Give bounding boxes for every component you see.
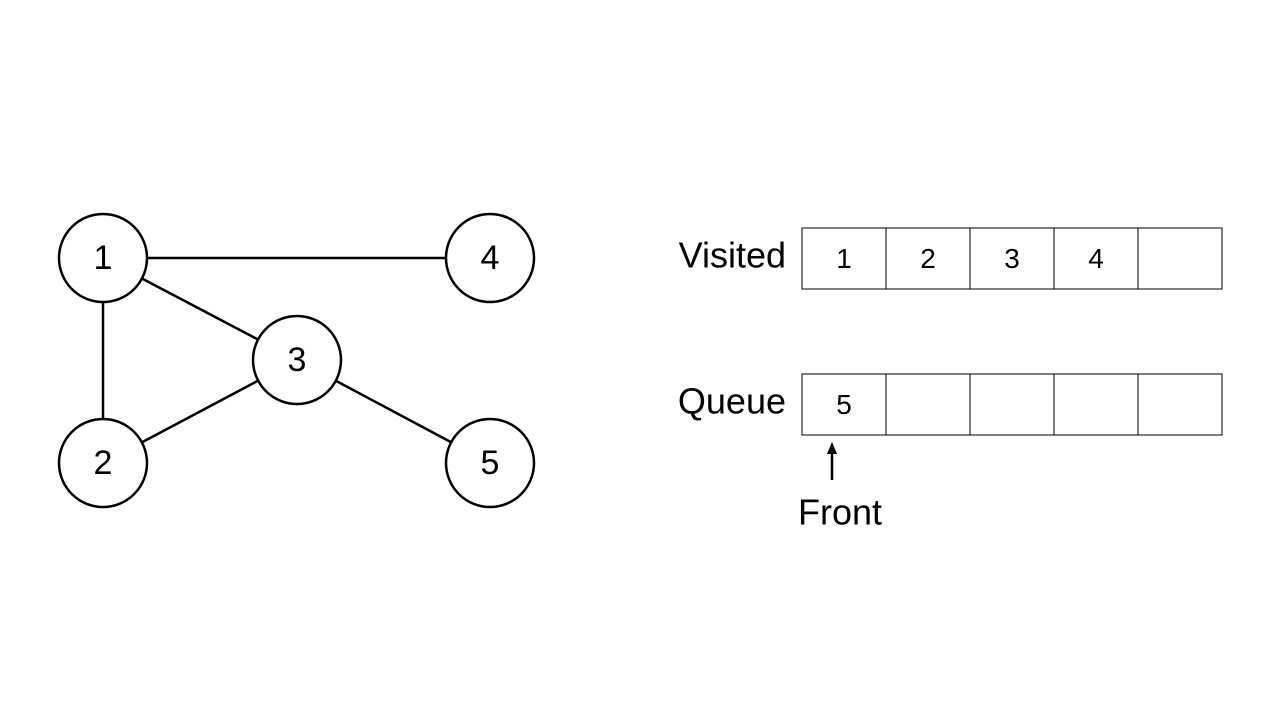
visited-cell: 4	[1053, 227, 1139, 290]
queue-cell: 5	[801, 373, 887, 436]
queue-cell-box	[969, 373, 1055, 436]
queue-cell	[1053, 373, 1139, 436]
visited-cell-value: 3	[1004, 243, 1020, 274]
queue-cell-value: 5	[836, 389, 852, 420]
queue-cell	[969, 373, 1055, 436]
graph-node-1: 1	[57, 212, 149, 304]
node-circle	[251, 314, 343, 406]
edge-2-3	[141, 379, 259, 444]
visited-cell-box	[885, 227, 971, 290]
visited-cell-box	[1137, 227, 1223, 290]
visited-cells: 1 2 3 4	[801, 227, 1223, 290]
queue-label: Queue	[678, 381, 786, 422]
queue-cell-box	[885, 373, 971, 436]
graph-node-3: 3	[251, 314, 343, 406]
graph-node-5: 5	[444, 417, 536, 509]
graph-node-4: 4	[444, 212, 536, 304]
edge-3-5	[335, 379, 452, 444]
queue-cell-box	[801, 373, 887, 436]
graph-node-2: 2	[57, 417, 149, 509]
queue-cells: 5	[801, 373, 1223, 436]
queue-cell-box	[1137, 373, 1223, 436]
visited-cell: 2	[885, 227, 971, 290]
node-circle	[57, 212, 149, 304]
queue-cell	[885, 373, 971, 436]
visited-cell-value: 1	[836, 243, 852, 274]
visited-array: Visited 1 2 3 4	[679, 227, 1223, 290]
graph-nodes: 1 2 3 4 5	[57, 212, 536, 509]
front-pointer: Front	[798, 442, 882, 533]
front-label: Front	[798, 492, 882, 533]
node-label: 1	[94, 239, 113, 277]
visited-cell	[1137, 227, 1223, 290]
node-circle	[57, 417, 149, 509]
graph-edges	[101, 256, 452, 444]
node-circle	[444, 417, 536, 509]
visited-cell-value: 4	[1088, 243, 1104, 274]
node-label: 2	[94, 444, 113, 482]
node-label: 3	[288, 341, 307, 379]
visited-label: Visited	[679, 235, 786, 276]
front-arrow-head	[827, 442, 837, 454]
node-circle	[444, 212, 536, 304]
queue-cell-box	[1053, 373, 1139, 436]
visited-cell: 3	[969, 227, 1055, 290]
queue-cell	[1137, 373, 1223, 436]
node-label: 4	[481, 239, 500, 277]
visited-cell-value: 2	[920, 243, 936, 274]
queue-array: Queue 5	[678, 373, 1223, 436]
visited-cell-box	[801, 227, 887, 290]
node-label: 5	[481, 444, 500, 482]
visited-cell-box	[969, 227, 1055, 290]
edge-1-3	[141, 277, 259, 341]
visited-cell: 1	[801, 227, 887, 290]
